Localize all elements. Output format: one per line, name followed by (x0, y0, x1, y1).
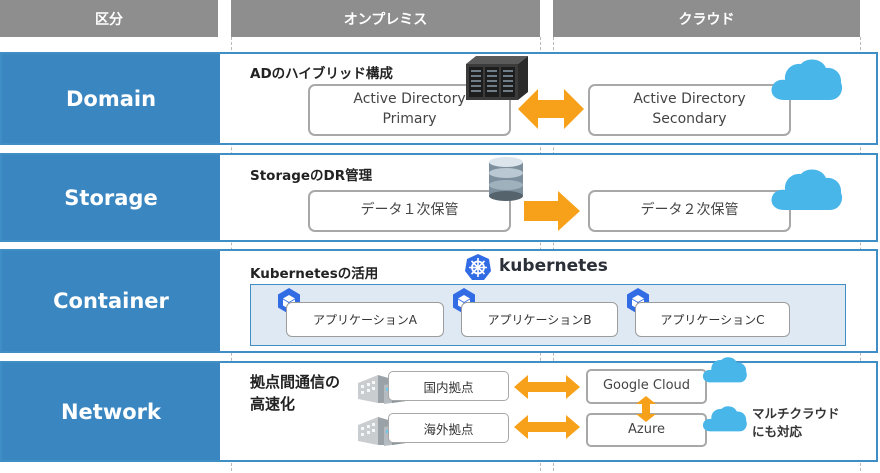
double-arrow-icon (514, 375, 580, 399)
header-category: 区分 (0, 0, 218, 37)
ad-secondary-box: Active Directory Secondary (588, 84, 791, 136)
multicloud-note: マルチクラウド にも対応 (752, 406, 840, 440)
storage-title: StorageのDR管理 (250, 168, 373, 184)
network-title: 拠点間通信の 高速化 (250, 373, 341, 413)
domestic-site-box: 国内拠点 (388, 371, 509, 401)
vertical-double-arrow-icon (636, 396, 656, 422)
server-rack-icon (466, 56, 528, 100)
right-arrow-icon (524, 191, 580, 231)
domain-title: ADのハイブリッド構成 (250, 66, 393, 82)
double-arrow-icon (514, 415, 580, 439)
cloud-icon (702, 406, 747, 432)
cloud-icon (771, 169, 843, 210)
header-cloud: クラウド (553, 0, 860, 37)
kubernetes-logo-icon (465, 254, 491, 280)
database-icon (489, 157, 523, 201)
header-onpremise: オンプレミス (231, 0, 540, 37)
domain-category: Domain (2, 54, 220, 143)
network-category: Network (2, 363, 220, 460)
primary-storage-box: データ１次保管 (308, 190, 511, 232)
storage-category: Storage (2, 155, 220, 240)
container-title: Kubernetesの活用 (250, 266, 379, 282)
container-category: Container (2, 251, 220, 351)
cloud-icon (702, 357, 747, 383)
cloud-icon (771, 59, 843, 100)
kubernetes-logo-text: kubernetes (499, 256, 608, 276)
double-arrow-icon (518, 89, 584, 129)
application-b-box: アプリケーションB (461, 302, 618, 337)
overseas-site-box: 海外拠点 (388, 413, 509, 443)
application-a-box: アプリケーションA (286, 302, 444, 337)
secondary-storage-box: データ２次保管 (588, 190, 791, 232)
application-c-box: アプリケーションC (635, 302, 790, 337)
